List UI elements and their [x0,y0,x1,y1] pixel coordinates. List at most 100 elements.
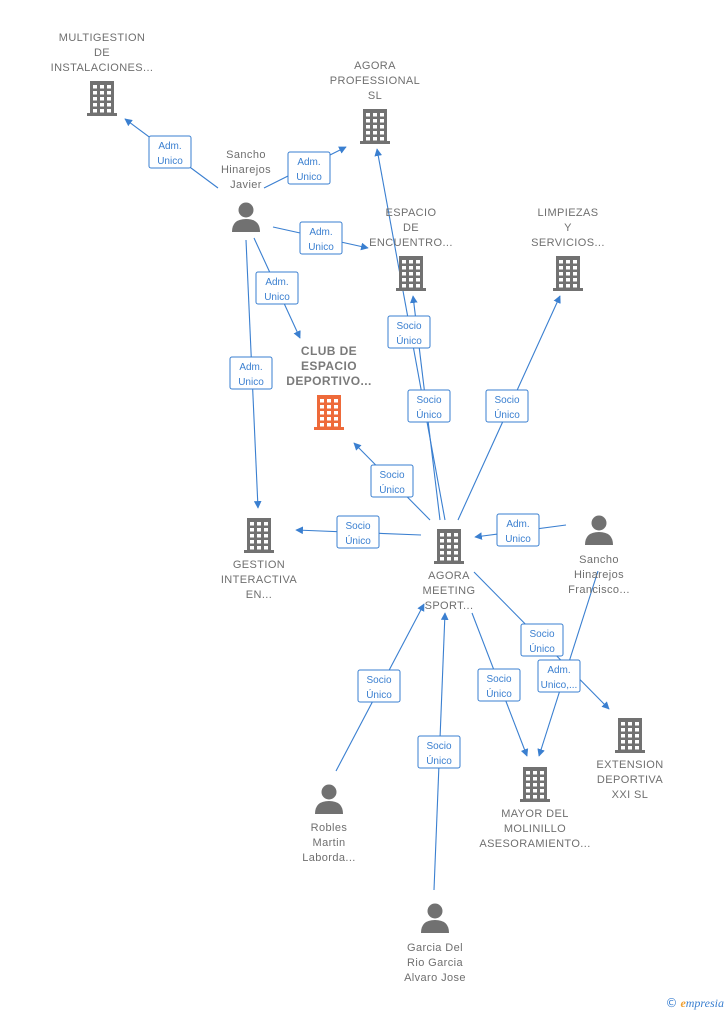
node-label-line: Javier [230,179,262,191]
node-label-line: Rio Garcia [407,957,463,969]
node-label-line: ASESORAMIENTO... [479,838,590,850]
node-label-line: Hinarejos [574,569,624,581]
relation-label-line: Socio [486,674,511,685]
node-agora-meeting[interactable]: AGORA MEETING SPORT... [423,529,476,612]
relation-label-line: Adm. [265,277,288,288]
node-label-line: MULTIGESTION [59,32,146,44]
node-label-line: PROFESSIONAL [330,75,420,87]
node-label-line: SL [368,90,382,102]
node-label-line: ENCUENTRO... [369,237,453,249]
relation-label[interactable]: Adm.Unico [299,221,343,255]
building-icon [615,718,645,753]
building-icon [434,529,464,564]
relation-label-line: Socio [366,675,391,686]
node-label-line: DEPORTIVA [597,774,663,786]
relation-label-line: Único [379,483,405,496]
relation-label-line: Socio [396,321,421,332]
relation-label-line: Unico,... [541,680,578,691]
relation-label-line: Unico [238,377,264,388]
person-icon [585,515,613,545]
node-label-line: Garcia Del [407,942,463,954]
relation-label-line: Adm. [158,141,181,152]
relation-label-line: Único [416,408,442,421]
node-label-line: Francisco... [568,584,630,596]
node-label-line: XXI SL [612,789,649,801]
person-icon [421,903,449,933]
relation-label-line: Unico [296,172,322,183]
node-label-line: DE [403,222,419,234]
relation-label[interactable]: Adm.Unico [496,513,540,547]
brand-watermark: ©empresia [665,996,724,1011]
node-label-line: CLUB DE [301,344,357,358]
node-label-line: INSTALACIONES... [51,62,154,74]
node-label-line: Y [564,222,572,234]
node-label-line: GESTION [233,559,285,571]
relation-label-line: Único [494,408,520,421]
node-label-line: EN... [246,589,272,601]
relation-label-line: Único [426,754,452,767]
person-icon [232,202,260,232]
node-robles[interactable]: RoblesMartinLaborda... [302,784,356,865]
node-label-line: AGORA [428,570,470,582]
node-label-line: AGORA [354,60,396,72]
relation-label-line: Unico [308,242,334,253]
node-label-line: Robles [311,822,348,834]
node-label-line: SERVICIOS... [531,237,605,249]
nodes-layer: MULTIGESTION DE INSTALACIONES... AGORA PROFE… [51,32,664,984]
relation-label-line: Socio [379,470,404,481]
node-mayor-molinillo[interactable]: MAYOR DELMOLINILLOASESORAMIENTO... [479,767,590,850]
node-label-line: DEPORTIVO... [286,374,371,388]
node-limpiezas[interactable]: LIMPIEZASYSERVICIOS... [531,207,605,291]
relation-label-line: Único [396,334,422,347]
relation-label[interactable]: Adm. Unico [229,356,273,390]
brand-initial: e [680,996,686,1010]
building-icon [520,767,550,802]
relation-label-line: Único [366,688,392,701]
relation-label-line: Unico [264,292,290,303]
node-gestion-interactiva[interactable]: GESTION INTERACTIVA EN... [221,518,298,601]
brand-name: mpresia [685,996,724,1010]
node-sancho-francisco[interactable]: SanchoHinarejosFrancisco... [568,515,630,597]
node-label-line: Alvaro Jose [404,972,466,984]
node-multigestion[interactable]: MULTIGESTION DE INSTALACIONES... [51,32,154,116]
relation-label-line: Socio [416,395,441,406]
building-icon [396,256,426,291]
node-espacio-encuentro[interactable]: ESPACIO DE ENCUENTRO... [369,207,453,291]
node-label-line: ESPACIO [386,207,437,219]
node-club-espacio[interactable]: CLUB DEESPACIODEPORTIVO... [286,344,371,430]
node-label-line: Hinarejos [221,164,271,176]
relation-label[interactable]: Adm.Unico,... [537,659,581,693]
node-label-line: MEETING [423,585,476,597]
person-icon [315,784,343,814]
copyright-icon: © [665,996,678,1010]
node-label-line: Martin [313,837,346,849]
relation-label-line: Adm. [239,362,262,373]
relation-label[interactable]: Adm. Unico [255,271,299,305]
node-label-line: DE [94,47,110,59]
node-label-line: Sancho [226,149,266,161]
node-agora-professional[interactable]: AGORA PROFESSIONAL SL [330,60,420,144]
node-label-line: INTERACTIVA [221,574,298,586]
node-label-line: Sancho [579,554,619,566]
node-label-line: SPORT... [425,600,474,612]
relation-label[interactable]: Adm.Unico [287,151,331,185]
relation-label-line: Socio [426,741,451,752]
relation-label[interactable]: Adm.Unico [148,135,192,169]
building-icon [244,518,274,553]
relation-label-line: Único [529,642,555,655]
node-label-line: MOLINILLO [504,823,566,835]
